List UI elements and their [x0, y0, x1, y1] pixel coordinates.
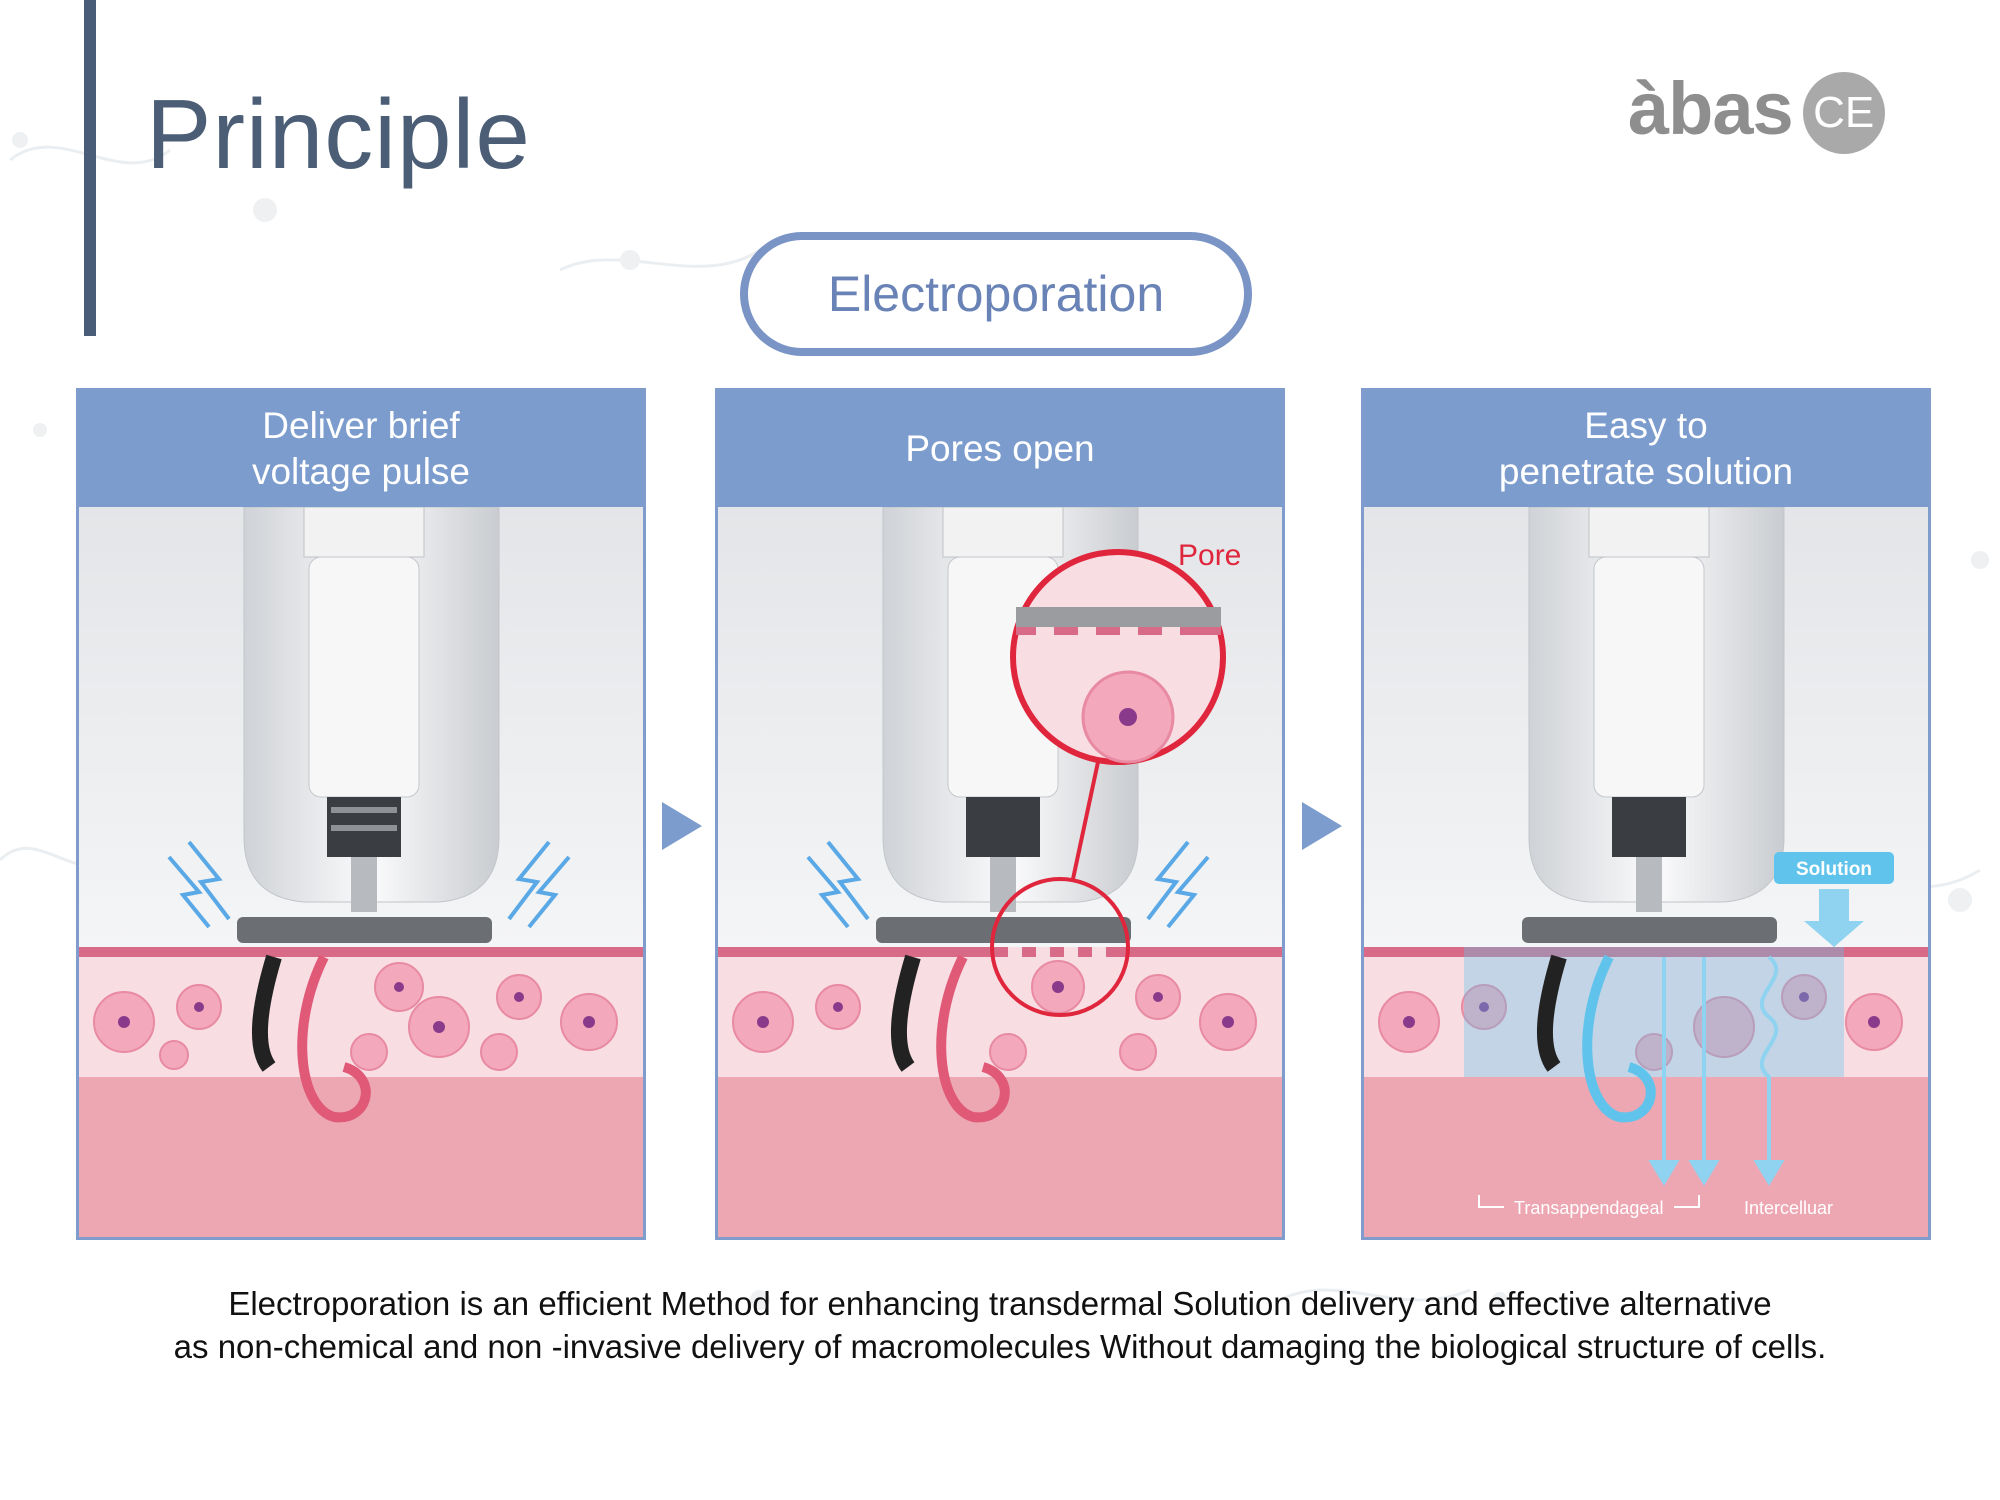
- device-skin-illustration: Solution Transappendageal Intercelluar: [1364, 507, 1928, 1237]
- panel-title-line2: voltage pulse: [251, 451, 471, 492]
- transappendageal-label: Transappendageal: [1514, 1198, 1663, 1218]
- pore-highlight-circle: [990, 877, 1130, 1017]
- panel-penetrate-solution: Easy to penetrate solution: [1361, 388, 1931, 1240]
- down-arrow-icon: [1648, 955, 1785, 1186]
- play-arrow-icon: [662, 802, 702, 850]
- panel-title-line1: Pores open: [905, 428, 1095, 469]
- caption-line1: Electroporation is an efficient Method f…: [228, 1285, 1772, 1322]
- lightning-icon: [167, 840, 571, 929]
- lightning-icon: [806, 840, 1210, 929]
- solution-overlay: [1464, 947, 1844, 1077]
- topic-pill: Electroporation: [740, 232, 1252, 356]
- solution-tag: [1774, 852, 1894, 884]
- pore-label: Pore: [1178, 539, 1241, 572]
- solution-tag-label: Solution: [1796, 859, 1872, 880]
- intercellular-label: Intercelluar: [1744, 1198, 1833, 1218]
- panel-header: Pores open: [718, 391, 1282, 507]
- caption-line2: as non-chemical and non -invasive delive…: [173, 1328, 1827, 1365]
- logo-wordmark: àbas: [1628, 66, 1794, 150]
- title-accent-bar: [84, 0, 96, 336]
- panel-title-line1: Easy to: [1584, 405, 1708, 446]
- ce-badge: CE: [1802, 72, 1885, 154]
- device-skin-illustration: [79, 507, 643, 1237]
- panel-title-line2: penetrate solution: [1498, 451, 1794, 492]
- panel-header: Deliver brief voltage pulse: [79, 391, 643, 507]
- panel-pores-open: Pores open: [715, 388, 1285, 1240]
- caption-text: Electroporation is an efficient Method f…: [60, 1282, 1940, 1368]
- device-skin-illustration: Pore: [718, 507, 1282, 1237]
- panel-title-line1: Deliver brief: [262, 405, 460, 446]
- panel-deliver-pulse: Deliver brief voltage pulse: [76, 388, 646, 1240]
- down-arrow-icon: [1804, 921, 1864, 947]
- play-arrow-icon: [1302, 802, 1342, 850]
- brand-logo: àbas CE: [1628, 62, 1885, 154]
- page-title: Principle: [146, 79, 531, 189]
- panel-header: Easy to penetrate solution: [1364, 391, 1928, 507]
- pore-magnifier: [1010, 549, 1226, 765]
